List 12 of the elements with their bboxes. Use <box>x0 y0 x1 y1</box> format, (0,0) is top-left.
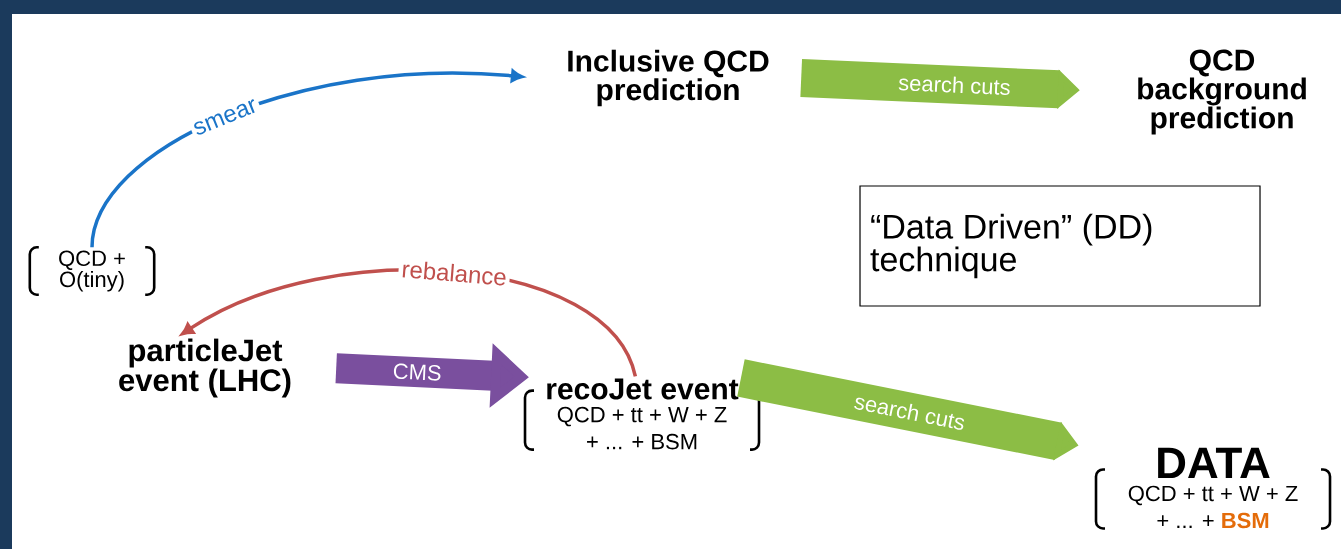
node-label: DATA QCD + tt + W + Z + ... + BSM <box>1094 447 1332 530</box>
bracketed-expression: QCD + O(tiny) <box>28 246 156 297</box>
node-label: Inclusive QCD prediction <box>568 49 769 107</box>
node-label: recoJet event QCD + tt + W + Z + ... + BSM <box>523 378 761 451</box>
node-label: QCD background prediction <box>1138 49 1306 135</box>
node-label: particleJet event (LHC) <box>119 338 291 398</box>
edge-label: search cuts <box>854 397 965 430</box>
edge-label: rebalance <box>397 256 511 290</box>
edge-label: smear <box>188 95 263 141</box>
text-box: “Data Driven” (DD) technique <box>859 185 1261 307</box>
edge-label: CMS <box>393 363 441 381</box>
edge-label: search cuts <box>898 76 1010 96</box>
